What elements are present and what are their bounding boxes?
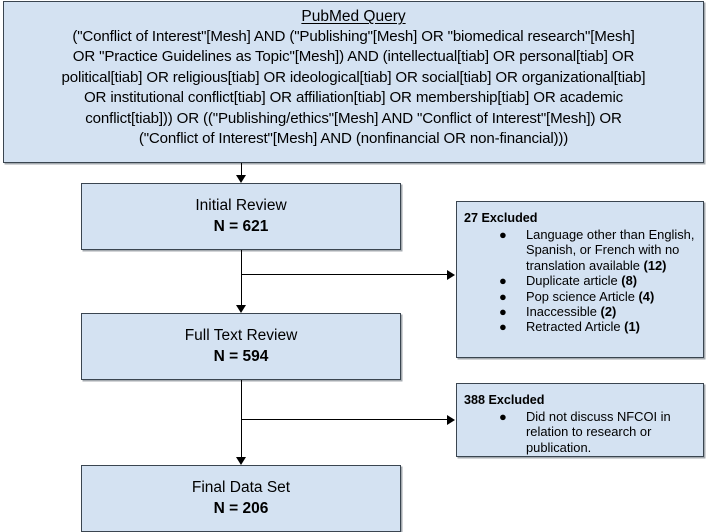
arrowhead-branch-to-exclusion-2	[447, 414, 455, 425]
stage-count-full-text-review: N = 594	[213, 348, 269, 365]
stage-box-final-data-set: Final Data Set N = 206	[81, 465, 401, 532]
exclusion-item-text: Pop science Article	[526, 288, 639, 304]
exclusion-item-count: (4)	[638, 288, 655, 304]
exclusion-box-27: 27 Excluded ● Language other than Englis…	[456, 201, 704, 358]
exclusion-item-text: Duplicate article	[526, 273, 622, 289]
bullet-icon: ●	[499, 319, 507, 335]
bullet-icon: ●	[499, 288, 507, 304]
stage-box-full-text-review: Full Text Review N = 594	[81, 313, 401, 380]
arrowhead-branch-to-exclusion-1	[447, 269, 455, 280]
exclusion-item-text: Did not discuss NFCOI in relation to res…	[526, 409, 671, 455]
stage-label-initial-review: Initial Review	[195, 197, 287, 214]
exclusion-item-count: (1)	[624, 319, 640, 335]
exclusion-item-count: (8)	[621, 273, 638, 289]
arrowhead-fulltext-to-final	[236, 457, 246, 465]
exclusion-list-item: ● Pop science Article (4)	[464, 289, 697, 304]
exclusion-list-item: ● Duplicate article (8)	[464, 273, 697, 288]
exclusion-list-388: ● Did not discuss NFCOI in relation to r…	[464, 409, 697, 455]
bullet-icon: ●	[499, 273, 507, 289]
bullet-icon: ●	[499, 409, 507, 424]
exclusion-item-text: Language other than English, Spanish, or…	[526, 227, 695, 273]
exclusion-title-388: 388 Excluded	[464, 393, 545, 407]
exclusion-item-count: (2)	[600, 304, 617, 320]
exclusion-item-text: Inaccessible	[526, 304, 601, 320]
exclusion-list-item: ● Did not discuss NFCOI in relation to r…	[464, 409, 697, 455]
exclusion-box-388: 388 Excluded ● Did not discuss NFCOI in …	[456, 383, 704, 457]
pubmed-query-heading: PubMed Query	[301, 8, 406, 25]
stage-label-full-text-review: Full Text Review	[184, 327, 298, 344]
exclusion-item-text: Retracted Article	[526, 319, 625, 335]
exclusion-title-27: 27 Excluded	[464, 211, 538, 225]
bullet-icon: ●	[499, 227, 507, 242]
exclusion-list-item: ● Language other than English, Spanish, …	[464, 227, 697, 273]
stage-count-initial-review: N = 621	[213, 218, 269, 235]
arrowhead-initial-to-fulltext	[236, 305, 246, 313]
pubmed-query-box: PubMed Query ("Conflict of Interest"[Mes…	[3, 1, 704, 163]
exclusion-item-count: (12)	[643, 257, 667, 273]
connector-initial-to-fulltext	[240, 250, 243, 306]
exclusion-list-item: ● Inaccessible (2)	[464, 304, 697, 319]
connector-branch-to-exclusion-1	[241, 273, 448, 276]
arrowhead-query-to-initial	[236, 175, 246, 183]
connector-branch-to-exclusion-2	[241, 418, 448, 421]
exclusion-list-item: ● Retracted Article (1)	[464, 319, 697, 334]
pubmed-query-text: ("Conflict of Interest"[Mesh] AND ("Publ…	[61, 28, 646, 148]
exclusion-list-27: ● Language other than English, Spanish, …	[464, 227, 697, 335]
stage-label-final-data-set: Final Data Set	[191, 479, 291, 496]
connector-query-to-initial	[240, 163, 243, 176]
stage-count-final-data-set: N = 206	[213, 500, 269, 517]
stage-box-initial-review: Initial Review N = 621	[81, 183, 401, 250]
bullet-icon: ●	[499, 304, 507, 320]
